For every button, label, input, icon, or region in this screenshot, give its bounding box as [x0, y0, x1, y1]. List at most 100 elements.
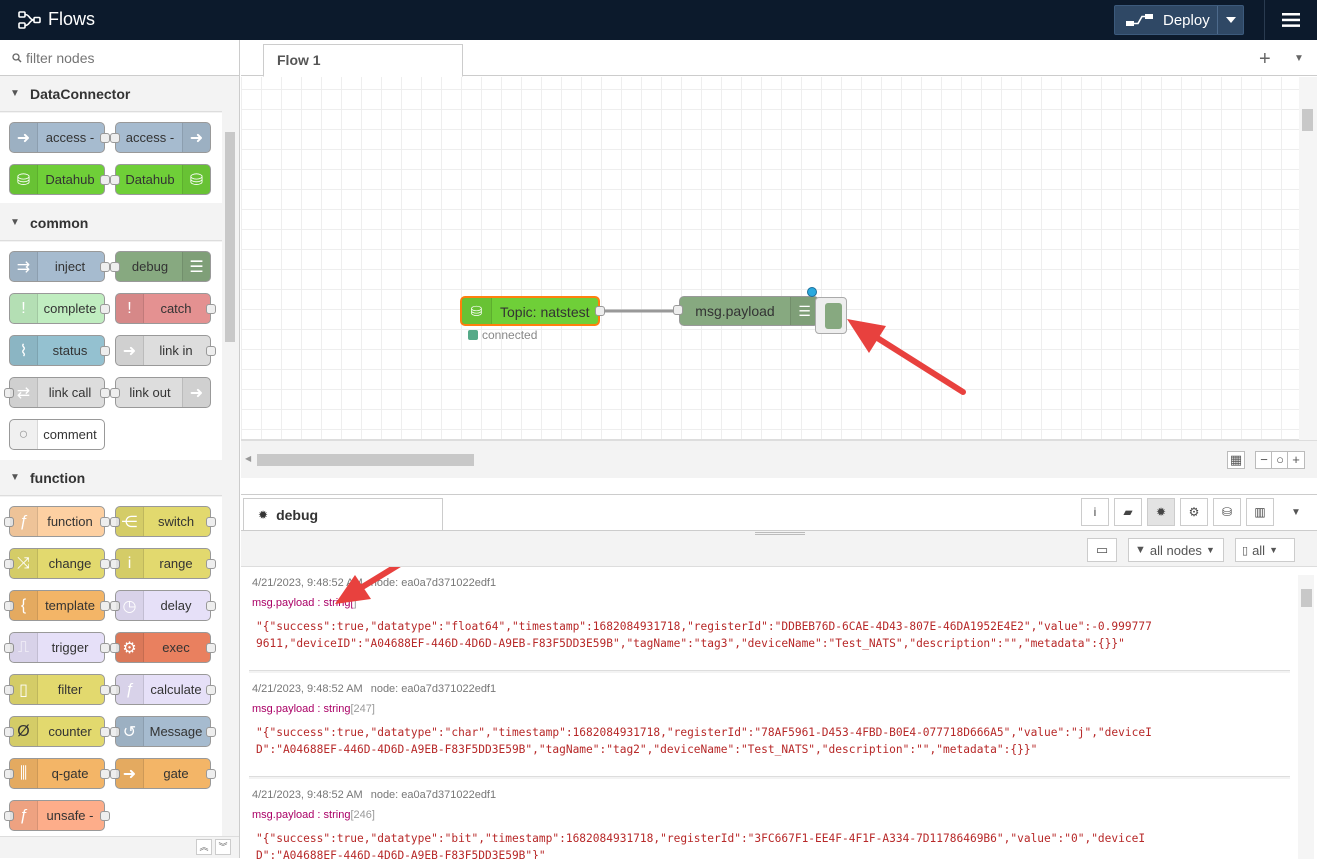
- sidebar-menu-caret-icon[interactable]: ▼: [1291, 507, 1301, 518]
- tab-flow-1[interactable]: Flow 1: [263, 44, 463, 77]
- output-port: [206, 643, 216, 653]
- expand-all-button[interactable]: ︾: [215, 839, 231, 855]
- add-flow-icon[interactable]: +: [1259, 48, 1271, 70]
- message-payload[interactable]: "{"success":true,"datatype":"bit","times…: [256, 832, 1146, 859]
- category-function[interactable]: ▼ function: [0, 460, 222, 496]
- output-port: [100, 346, 110, 356]
- flow-node-nats-topic[interactable]: ⛁ Topic: natstest: [460, 296, 605, 326]
- palette-search-input[interactable]: [26, 49, 226, 66]
- palette-node-access-in[interactable]: ➜ access -: [9, 122, 110, 153]
- deploy-button[interactable]: Deploy: [1114, 5, 1244, 35]
- palette-node-filter[interactable]: ▯ filter: [4, 674, 110, 705]
- message-node-id[interactable]: node: ea0a7d371022edf1: [370, 789, 497, 801]
- scroll-left-icon[interactable]: ◀: [245, 454, 252, 463]
- palette-footer: ︽ ︾: [0, 836, 239, 858]
- category-common[interactable]: ▼ common: [0, 205, 222, 241]
- palette-node-message[interactable]: ↺ Message: [110, 716, 216, 747]
- palette-node-template[interactable]: { template: [4, 590, 110, 621]
- debug-bug-icon[interactable]: ✹: [1147, 498, 1175, 526]
- resize-handle[interactable]: [755, 532, 805, 535]
- deploy-menu-caret[interactable]: [1217, 6, 1243, 34]
- palette-node-link-in[interactable]: ➜ link in: [115, 335, 216, 366]
- palette-node-inject[interactable]: ⇉ inject: [9, 251, 110, 282]
- palette-node-debug[interactable]: debug ☰: [110, 251, 211, 282]
- monitor-icon[interactable]: ▭: [1087, 538, 1117, 562]
- palette-node-catch[interactable]: ! catch: [115, 293, 216, 324]
- database-icon[interactable]: ⛁: [1213, 498, 1241, 526]
- message-node-id[interactable]: node: ea0a7d371022edf1: [370, 577, 497, 589]
- queue-gate-icon: ⫼: [10, 759, 38, 788]
- palette-scrollbar-thumb[interactable]: [225, 132, 235, 342]
- clear-messages-button[interactable]: ▯ all ▼: [1235, 538, 1295, 562]
- map-icon[interactable]: ▦: [1227, 451, 1245, 469]
- status-dot-icon: [468, 330, 478, 340]
- gear-icon[interactable]: ⚙: [1180, 498, 1208, 526]
- flow-canvas[interactable]: ⛁ Topic: natstest connected msg.payload …: [241, 77, 1299, 440]
- message-payload[interactable]: "{"success":true,"datatype":"char","time…: [256, 726, 1152, 756]
- palette-node-delay[interactable]: ◷ delay: [110, 590, 216, 621]
- book-icon[interactable]: ▰: [1114, 498, 1142, 526]
- palette-node-datahub-out[interactable]: Datahub ⛁: [110, 164, 211, 195]
- message-payload[interactable]: "{"success":true,"datatype":"float64","t…: [256, 620, 1152, 650]
- filter-icon: ▼: [1135, 544, 1146, 556]
- filter-nodes-button[interactable]: ▼ all nodes ▼: [1128, 538, 1224, 562]
- chart-icon[interactable]: ▥: [1246, 498, 1274, 526]
- output-port: [100, 175, 110, 185]
- category-dataconnector[interactable]: ▼ DataConnector: [0, 76, 222, 112]
- counter-icon: Ø: [10, 717, 38, 746]
- canvas-vscrollbar[interactable]: [1299, 77, 1317, 440]
- exclamation-icon: !: [10, 294, 38, 323]
- palette-node-counter[interactable]: Ø counter: [4, 716, 110, 747]
- palette-node-access-out[interactable]: access - ➜: [110, 122, 211, 153]
- canvas-vscrollbar-thumb[interactable]: [1302, 109, 1313, 131]
- input-port: [110, 601, 120, 611]
- palette-node-switch[interactable]: ⋲ switch: [110, 506, 216, 537]
- output-port[interactable]: [595, 306, 605, 316]
- palette-node-change[interactable]: ⤨ change: [4, 548, 110, 579]
- flow-node-debug[interactable]: msg.payload ☰: [673, 296, 819, 326]
- switch-icon: ⋲: [116, 507, 144, 536]
- palette-node-range[interactable]: i range: [110, 548, 216, 579]
- messages-scrollbar[interactable]: [1298, 575, 1314, 859]
- palette-node-datahub-in[interactable]: ⛁ Datahub: [9, 164, 110, 195]
- output-port: [100, 388, 110, 398]
- tab-menu-caret-icon[interactable]: ▼: [1294, 53, 1304, 64]
- palette-node-status[interactable]: ⌇ status: [9, 335, 110, 366]
- output-port: [100, 304, 110, 314]
- palette-node-exec[interactable]: ⚙ exec: [110, 632, 216, 663]
- palette-node-link-call[interactable]: ⇄ link call: [4, 377, 110, 408]
- palette-node-comment[interactable]: ○ comment: [9, 419, 105, 450]
- annotation-arrow-icon: [847, 319, 966, 395]
- palette-node-unsafe-function[interactable]: ƒ unsafe -: [4, 800, 110, 831]
- zoom-in-icon[interactable]: +: [1287, 451, 1305, 469]
- palette-node-gate[interactable]: ➜ gate: [110, 758, 216, 789]
- palette-node-q-gate[interactable]: ⫼ q-gate: [4, 758, 110, 789]
- canvas-hscrollbar-thumb[interactable]: [257, 454, 474, 466]
- messages-scrollbar-thumb[interactable]: [1301, 589, 1312, 607]
- input-port[interactable]: [673, 305, 683, 315]
- debug-toggle-button[interactable]: [815, 297, 847, 334]
- output-port: [100, 769, 110, 779]
- input-port: [110, 769, 120, 779]
- main-menu-button[interactable]: [1264, 0, 1317, 40]
- info-icon[interactable]: i: [1081, 498, 1109, 526]
- palette-node-calculate[interactable]: ƒ calculate: [110, 674, 216, 705]
- node-status: connected: [468, 328, 537, 342]
- list-icon: ☰: [182, 252, 210, 281]
- palette-node-trigger[interactable]: ⎍ trigger: [4, 632, 110, 663]
- message-node-id[interactable]: node: ea0a7d371022edf1: [370, 683, 497, 695]
- palette-node-complete[interactable]: ! complete: [9, 293, 110, 324]
- output-port: [206, 559, 216, 569]
- braces-icon: {: [10, 591, 38, 620]
- palette-node-link-out[interactable]: link out ➜: [110, 377, 211, 408]
- collapse-all-button[interactable]: ︽: [196, 839, 212, 855]
- input-port: [110, 388, 120, 398]
- canvas-hscrollbar[interactable]: ◀ ▦ − ○ +: [241, 440, 1317, 478]
- palette-node-function[interactable]: ƒ function: [4, 506, 110, 537]
- tab-debug[interactable]: ✹ debug: [243, 498, 443, 531]
- output-port: [206, 727, 216, 737]
